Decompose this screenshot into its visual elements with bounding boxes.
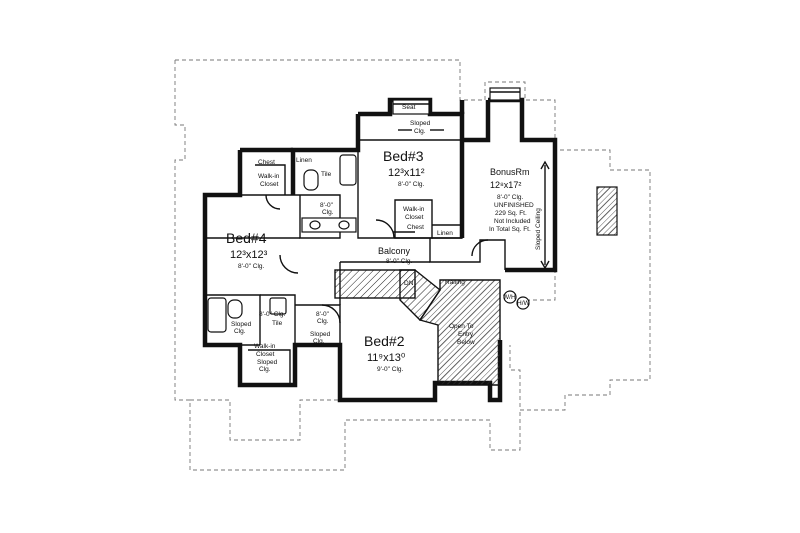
clg-top-bath-1: 8'-0"	[320, 202, 334, 209]
walkin-low-1: Walk-in	[254, 343, 276, 350]
chest-top-label: Chest	[258, 159, 275, 166]
railing-label: Railing	[445, 279, 465, 286]
open-to-entry-2: Entry	[458, 331, 474, 338]
bonus-note-2: UNFINISHED	[494, 202, 534, 209]
sloped-clg-low-1: Sloped	[231, 321, 252, 328]
bonus-bay	[489, 87, 521, 101]
sloped-clg-hall-2: Clg.	[313, 338, 325, 345]
open-to-entry-3: Below	[457, 339, 475, 346]
dn-label: DN	[404, 280, 414, 287]
sloped-ceiling-arrow	[540, 160, 550, 270]
bed3-dims: 12³x11²	[388, 167, 425, 179]
clg-top-bath-2: Clg.	[322, 209, 334, 216]
bed3-bay	[392, 99, 430, 115]
tile-top-label: Tile	[321, 171, 332, 178]
bed3-name: Bed#3	[383, 148, 424, 164]
hw-label: H/W	[517, 300, 531, 307]
chest-bed3-label: Chest	[407, 224, 424, 231]
bonus-note-5: In Total Sq. Ft.	[489, 226, 531, 233]
sloped-clg-closet-1: Sloped	[257, 359, 278, 366]
balcony-ceiling: 8'-0" Clg.	[386, 258, 413, 265]
bonus-dims: 12⁸x17²	[490, 180, 521, 190]
clg-low-hall-1: 8'-0"	[316, 311, 330, 318]
wh-label: W/H	[503, 294, 516, 301]
walkin-top-2: Closet	[260, 181, 279, 188]
bed3-ceiling: 8'-0" Clg.	[398, 181, 425, 188]
bed4-ceiling: 8'-0" Clg.	[238, 263, 265, 270]
linen-mid-label: Linen	[437, 230, 453, 237]
bath-low-clg: 8'-0" Clg.	[259, 311, 286, 318]
walkin-top-1: Walk-in	[258, 173, 280, 180]
staircase	[334, 269, 441, 322]
sloped-clg-top-2: Clg.	[414, 128, 426, 135]
seat-label: Seat	[402, 104, 416, 111]
bonus-note-3: 229 Sq. Ft.	[495, 210, 527, 217]
bonus-name: BonusRm	[490, 167, 530, 177]
sloped-clg-top-1: Sloped	[410, 120, 431, 127]
linen-top-label: Linen	[296, 157, 312, 164]
bonus-note-1: 8'-0" Clg.	[497, 194, 524, 201]
walkin-bed3-1: Walk-in	[403, 206, 425, 213]
bonus-note-4: Not Included	[494, 218, 531, 225]
clg-low-hall-2: Clg.	[317, 318, 329, 325]
bed2-ceiling: 9'-0" Clg.	[377, 366, 404, 373]
fixtures	[207, 154, 530, 333]
bed2-name: Bed#2	[364, 333, 405, 349]
open-to-entry-1: Open To	[449, 323, 474, 330]
tile-low-label: Tile	[272, 320, 283, 327]
bed4-name: Bed#4	[226, 230, 267, 246]
door-swings	[265, 194, 489, 324]
sloped-clg-hall-1: Sloped	[310, 331, 331, 338]
walkin-bed3-2: Closet	[405, 214, 424, 221]
sloped-clg-low-2: Clg.	[234, 328, 246, 335]
balcony-name: Balcony	[378, 246, 411, 256]
sloped-ceiling-label: Sloped Ceiling	[535, 208, 542, 250]
bed2-dims: 11⁹x13⁰	[367, 352, 406, 364]
walkin-low-2: Closet	[256, 351, 275, 358]
bed4-dims: 12³x12³	[230, 249, 268, 261]
sloped-clg-closet-2: Clg.	[259, 366, 271, 373]
open-to-below	[418, 279, 501, 386]
chimney	[596, 186, 618, 236]
